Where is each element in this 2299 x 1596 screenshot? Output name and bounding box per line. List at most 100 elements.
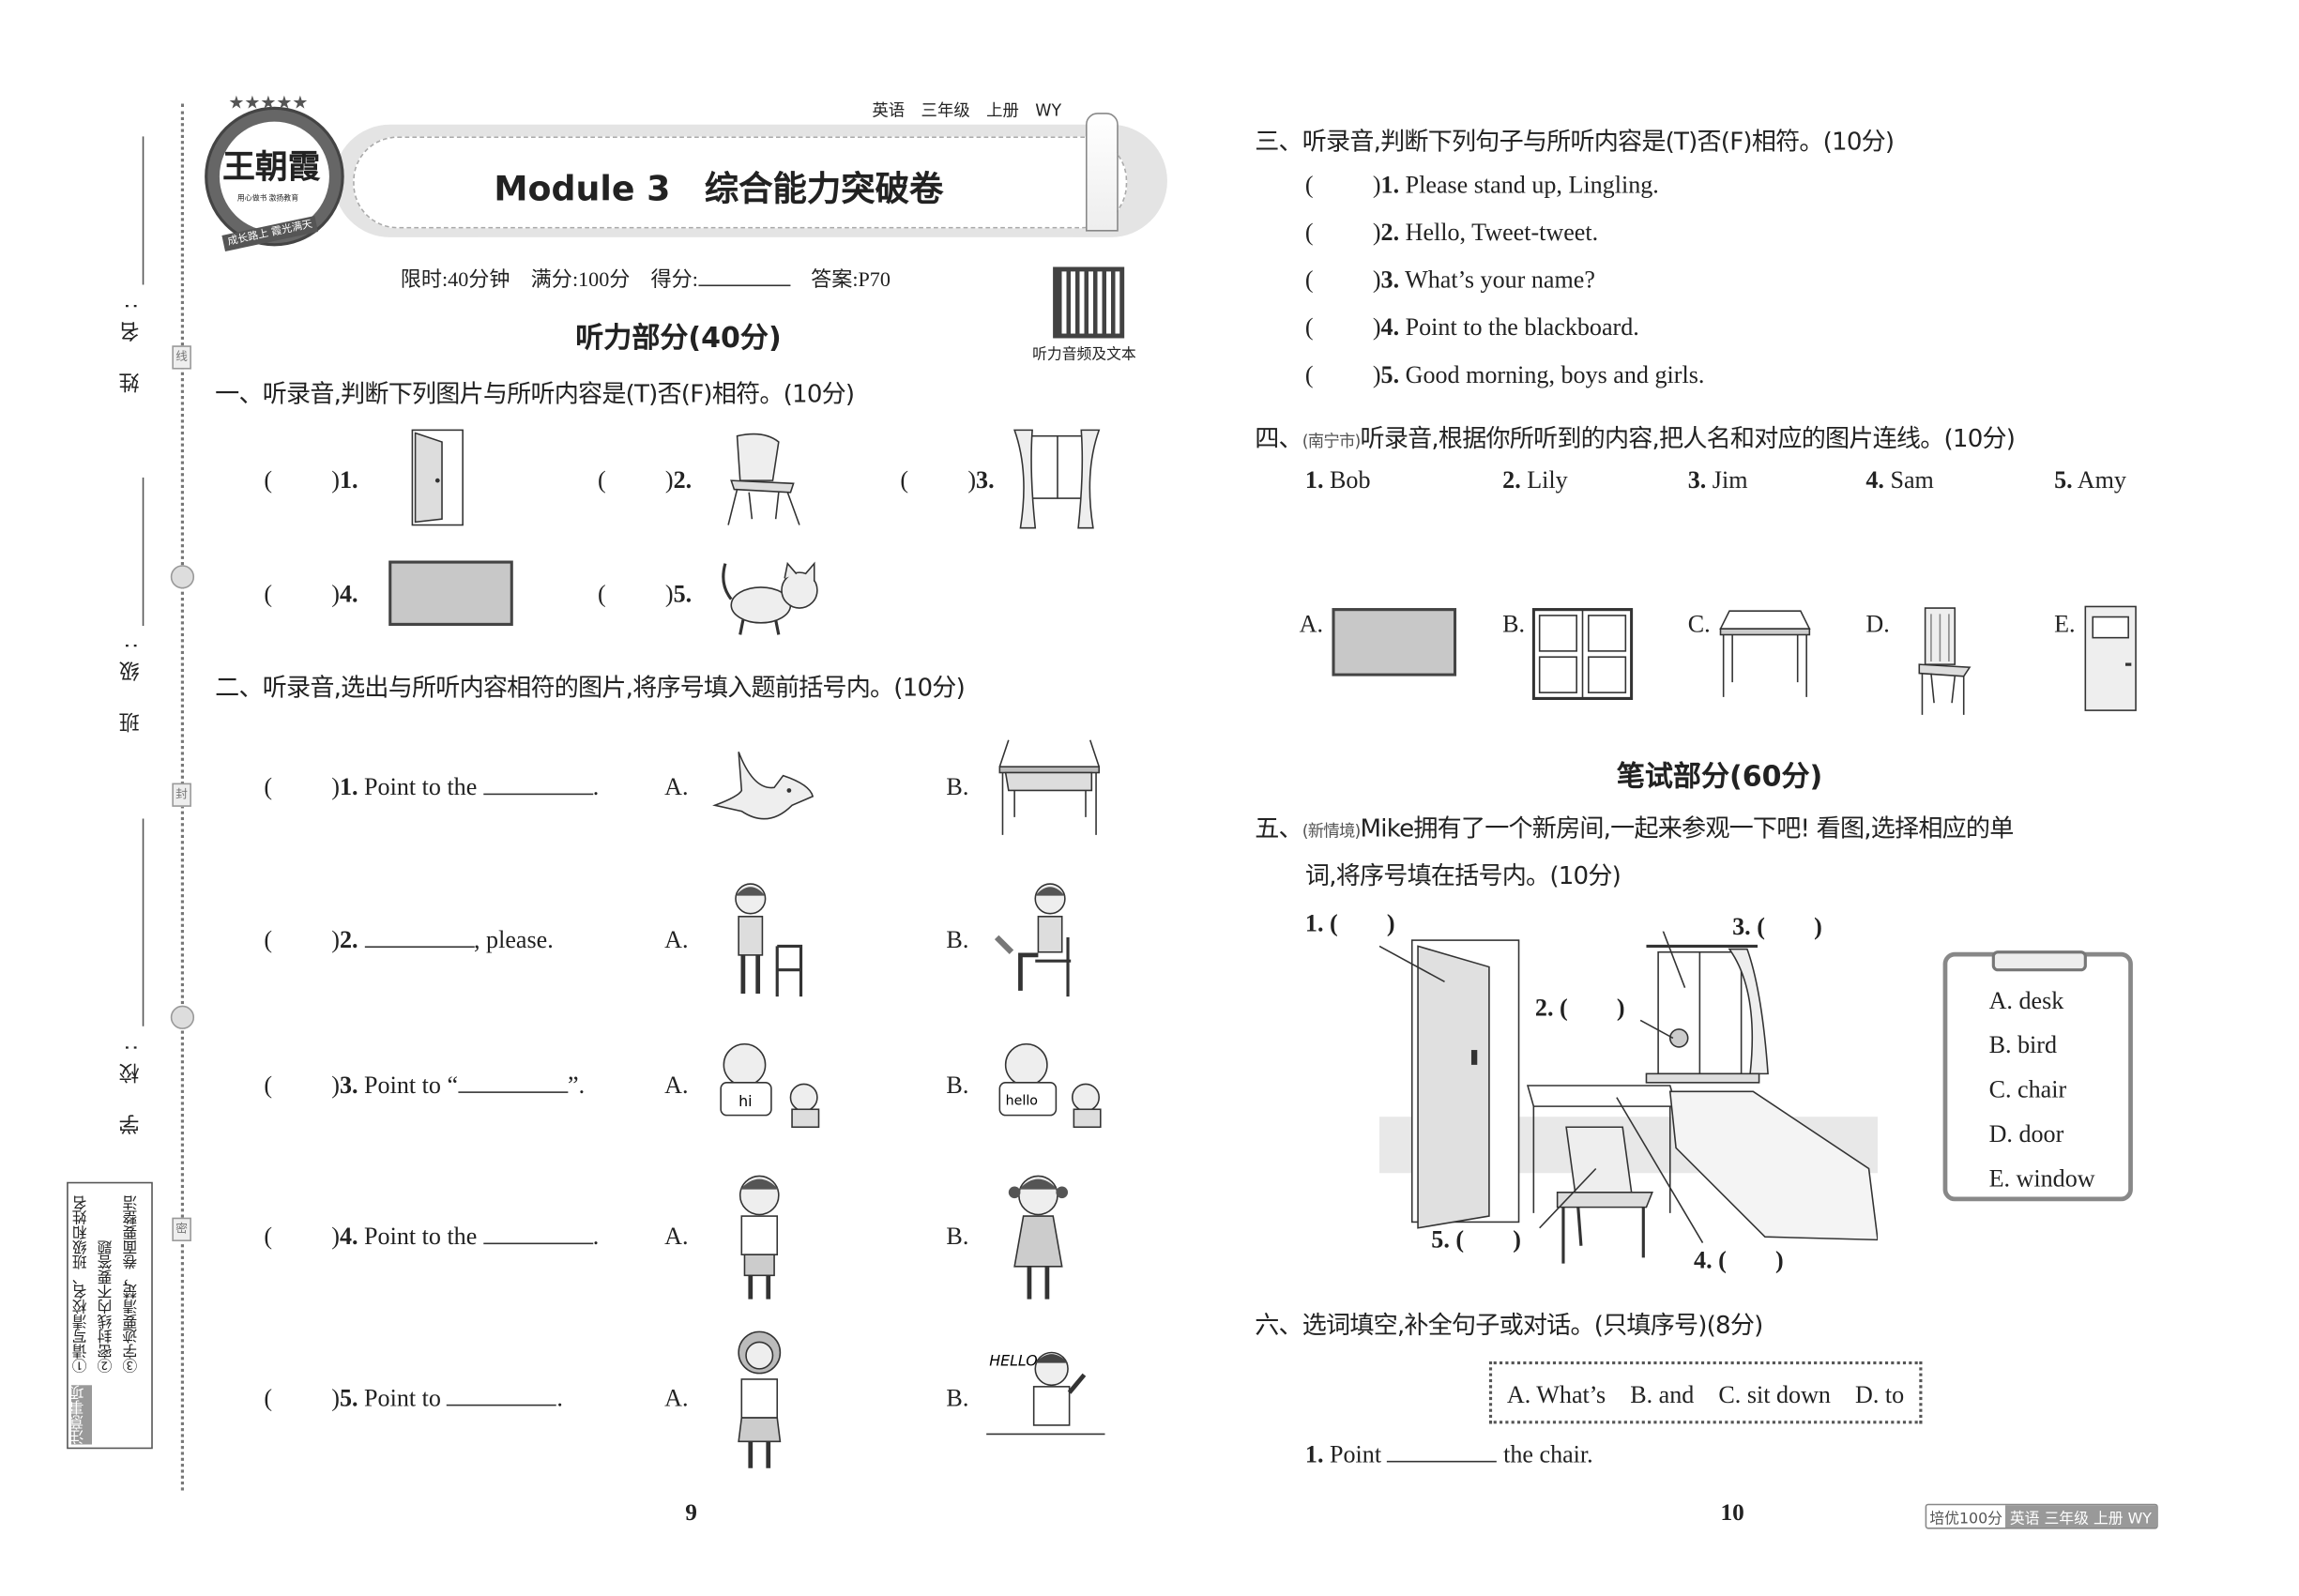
school-label: 学 校: (118, 1032, 143, 1135)
scene-label-4[interactable]: 4. ( ) (1694, 1245, 1784, 1274)
cat-icon (716, 555, 826, 638)
girl-standing-icon (726, 878, 808, 1000)
answer-blank[interactable] (458, 1071, 568, 1093)
section-5-heading-cont: 词,将序号填在括号内。(10分) (1304, 861, 1621, 890)
sentence: Hello, Tweet-tweet. (1405, 218, 1599, 247)
option-a-label: A. (664, 1071, 689, 1100)
s3-item-1: ()1. Please stand up, Lingling. (1304, 170, 1659, 199)
scenario-tag: (新情境) (1302, 821, 1362, 842)
item-number: 5. (673, 580, 693, 609)
person-name: Jim (1712, 465, 1748, 494)
item-number: 1. (339, 465, 358, 494)
full-score: 满分:100分 (530, 269, 631, 293)
section-number: 五、 (1255, 813, 1302, 843)
sentence: Point to the blackboard. (1405, 312, 1639, 342)
class-label: 班 级: (118, 630, 143, 734)
word-option: B. bird (1988, 1030, 2058, 1059)
item-number: 4. (339, 1222, 358, 1251)
notice-box: 注意事项 ①请写清校名、班级和姓名 ②密封线内不要答题 ③字迹要清楚，卷面要整洁 (67, 1181, 153, 1450)
hello-board-text: HELLO (989, 1352, 1037, 1370)
item-number: 1. (339, 772, 358, 801)
answer-blank[interactable] (482, 772, 593, 796)
s1-item-5: ()5. (597, 580, 693, 609)
option-b-label: B. (946, 1071, 969, 1100)
section-5-heading: 五、(新情境)Mike拥有了一个新房间,一起来参观一下吧! 看图,选择相应的单 (1255, 808, 2015, 844)
section-2-heading: 二、听录音,选出与所听内容相符的图片,将序号填入题前括号内。(10分) (215, 673, 966, 702)
title-banner-inner (353, 136, 1128, 229)
section-3-heading: 三、听录音,判断下列句子与所听内容是(T)否(F)相符。(10分) (1255, 127, 1895, 156)
school-field-line[interactable] (142, 818, 145, 1026)
logo-slogan: 用心做书 激扬教育 (236, 195, 299, 204)
page-title: Module 3 综合能力突破卷 (494, 170, 944, 209)
section-text: Mike拥有了一个新房间,一起来参观一下吧! 看图,选择相应的单 (1360, 813, 2015, 843)
item-number: 4. (339, 580, 358, 609)
panda-hi-icon: hi (709, 1038, 831, 1130)
item-number: 4. (1380, 312, 1400, 342)
option-a-label: A. (664, 925, 689, 954)
book-info: 英语 三年级 上册 WY (872, 100, 1062, 121)
door-icon (2084, 605, 2138, 712)
lighthouse-icon (1085, 113, 1119, 232)
option-a-label: A. (664, 772, 689, 801)
scene-label-1[interactable]: 1. ( ) (1304, 908, 1395, 937)
writing-part-title: 笔试部分(60分) (1616, 760, 1823, 794)
answer-blank[interactable] (447, 1384, 557, 1406)
speech-text-hi: hi (738, 1092, 752, 1110)
word-option: D. door (1988, 1119, 2064, 1148)
cabinet-window-icon (1531, 608, 1634, 701)
s3-item-3: ()3. What’s your name? (1304, 265, 1595, 294)
person-name: Lily (1527, 465, 1568, 494)
item-number: 2. (673, 465, 693, 494)
blackboard-icon (388, 560, 513, 627)
scissors-icon (170, 565, 195, 589)
clipboard-clip-icon (1991, 950, 2087, 972)
qr-code-icon[interactable] (1053, 266, 1125, 339)
notice-item: ②密封线内不要答题 (99, 1239, 116, 1374)
answer-blank[interactable] (482, 1222, 593, 1245)
blackboard-icon (1332, 608, 1457, 676)
word-clipboard: A. desk B. bird C. chair D. door E. wind… (1942, 950, 2133, 1202)
qr-caption: 听力音频及文本 (1032, 346, 1136, 364)
name-item: 3. Jim (1688, 465, 1748, 495)
score-field[interactable] (697, 264, 790, 287)
item-number: 5. (2054, 465, 2073, 494)
name-field-line[interactable] (142, 136, 145, 285)
item-number: 5. (1380, 360, 1400, 389)
speech-text-hello: hello (1006, 1094, 1038, 1109)
option-a-label: A. (664, 1222, 689, 1251)
question-text: . (592, 772, 600, 801)
option-b-label: B. (946, 925, 969, 954)
logo-inner (219, 121, 329, 232)
s1-item-4: ()4. (264, 580, 358, 609)
question-text: Point to the (364, 1222, 478, 1251)
logo-star-icon: ★★★★★ (228, 91, 309, 114)
sentence: Please stand up, Lingling. (1405, 170, 1659, 199)
notice-title: 注意事项 (70, 1385, 92, 1445)
item-number: 1. (1304, 465, 1324, 494)
s1-item-3: ()3. (900, 465, 995, 494)
class-field-line[interactable] (142, 477, 145, 627)
answer-blank[interactable] (1387, 1440, 1498, 1463)
person-name: Amy (2077, 465, 2126, 494)
picture-label: C. (1687, 609, 1711, 638)
answer-blank[interactable] (364, 925, 475, 949)
time-limit: 限时:40分钟 (400, 269, 510, 293)
scene-label-3[interactable]: 3. ( ) (1732, 912, 1822, 941)
question-text: . (592, 1222, 600, 1251)
bird-icon (709, 746, 825, 829)
chair-icon (720, 430, 809, 527)
window-icon (1009, 427, 1105, 531)
person-name: Sam (1890, 465, 1934, 494)
scene-label-2[interactable]: 2. ( ) (1534, 994, 1625, 1023)
scene-label-5[interactable]: 5. ( ) (1431, 1224, 1521, 1254)
notice-item: ①请写清校名、班级和姓名 (74, 1194, 91, 1374)
s2-question-4: ()4. Point to the . (264, 1222, 600, 1251)
question-text: Point to the (364, 772, 478, 801)
s3-item-2: ()2. Hello, Tweet-tweet. (1304, 218, 1599, 247)
door-icon (401, 427, 475, 527)
question-text: Point to (364, 1383, 441, 1412)
page-number-left: 9 (685, 1500, 697, 1527)
option-b-label: B. (946, 772, 969, 801)
score-label: 得分: (650, 269, 698, 293)
name-item: 5. Amy (2054, 465, 2126, 495)
